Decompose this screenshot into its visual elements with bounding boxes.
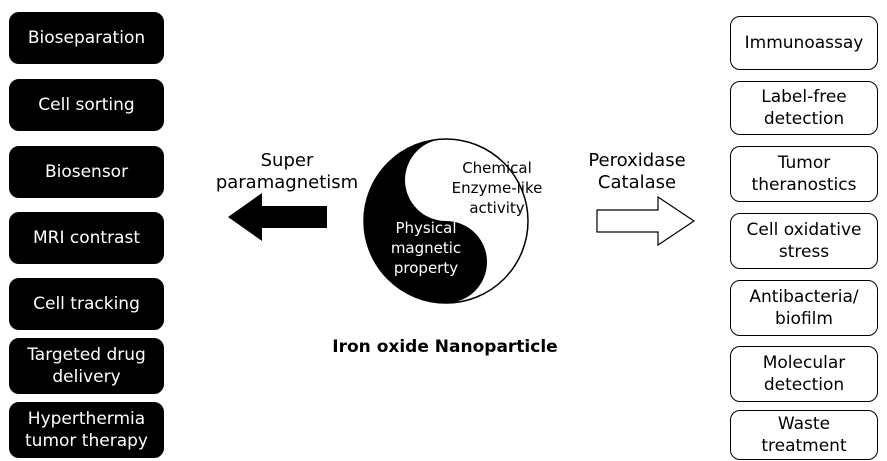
left-box-targeted-drug-delivery: Targeted drug delivery xyxy=(9,338,164,394)
left-arrow-label: Super paramagnetism xyxy=(215,150,359,193)
right-box-antibacteria-biofilm: Antibacteria/ biofilm xyxy=(730,280,878,336)
yin-dark-label: Physical magnetic property xyxy=(390,219,462,277)
left-arrow-icon xyxy=(228,193,327,241)
right-box-tumor-theranostics: Tumor theranostics xyxy=(730,146,878,202)
left-box-hyperthermia: Hyperthermia tumor therapy xyxy=(9,402,164,458)
diagram-caption: Iron oxide Nanoparticle xyxy=(332,337,558,357)
left-box-mri-contrast: MRI contrast xyxy=(9,212,164,264)
left-box-cell-tracking: Cell tracking xyxy=(9,278,164,330)
right-box-waste-treatment: Waste treatment xyxy=(730,410,878,460)
right-box-label-free-detection: Label-free detection xyxy=(730,81,878,135)
left-box-bioseparation: Bioseparation xyxy=(9,12,164,64)
right-arrow-label: Peroxidase Catalase xyxy=(588,150,686,193)
right-arrow-icon xyxy=(596,195,696,247)
yin-yang-icon xyxy=(363,138,529,304)
right-box-cell-oxidative-stress: Cell oxidative stress xyxy=(730,213,878,269)
left-box-cell-sorting: Cell sorting xyxy=(9,79,164,131)
left-box-biosensor: Biosensor xyxy=(9,146,164,198)
yin-light-label: Chemical Enzyme-like activity xyxy=(451,159,543,217)
right-box-molecular-detection: Molecular detection xyxy=(730,346,878,402)
right-box-immunoassay: Immunoassay xyxy=(730,16,878,70)
